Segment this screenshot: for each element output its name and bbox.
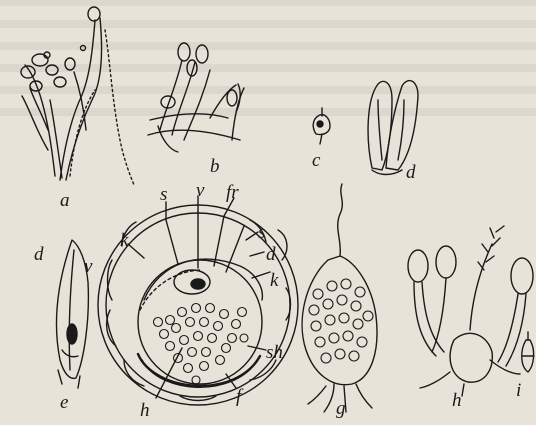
label-k-left: k bbox=[120, 230, 129, 251]
label-d-left: d bbox=[34, 244, 44, 265]
label-d-top: d bbox=[406, 162, 416, 183]
label-c: c bbox=[312, 150, 321, 171]
figure-b-stamens bbox=[148, 43, 244, 152]
label-h-right: h bbox=[452, 390, 462, 411]
figure-g-seed-with-tuft bbox=[302, 184, 377, 412]
label-v-left: v bbox=[84, 256, 93, 277]
label-d-right: d bbox=[266, 244, 276, 265]
label-sh: sh bbox=[266, 342, 283, 363]
figure-central-cross-section bbox=[98, 196, 298, 405]
label-g: g bbox=[336, 398, 346, 419]
figure-h-seedling bbox=[408, 226, 533, 396]
label-b: b bbox=[210, 156, 220, 177]
label-f: f bbox=[236, 386, 244, 407]
label-s-left: s bbox=[160, 184, 167, 205]
label-k-right: k bbox=[270, 270, 279, 291]
label-fr: fr bbox=[226, 182, 239, 203]
label-e: e bbox=[60, 392, 68, 413]
figure-a-stamen-cluster bbox=[21, 7, 134, 185]
label-h-center: h bbox=[140, 400, 150, 421]
label-s-right: s bbox=[258, 222, 265, 243]
label-v-center: v bbox=[196, 180, 205, 201]
figure-d-anther bbox=[368, 81, 418, 175]
label-i: i bbox=[516, 380, 521, 401]
figure-c-small-bud bbox=[313, 108, 330, 144]
label-a: a bbox=[60, 190, 70, 211]
figure-i-small-seed bbox=[522, 332, 534, 372]
